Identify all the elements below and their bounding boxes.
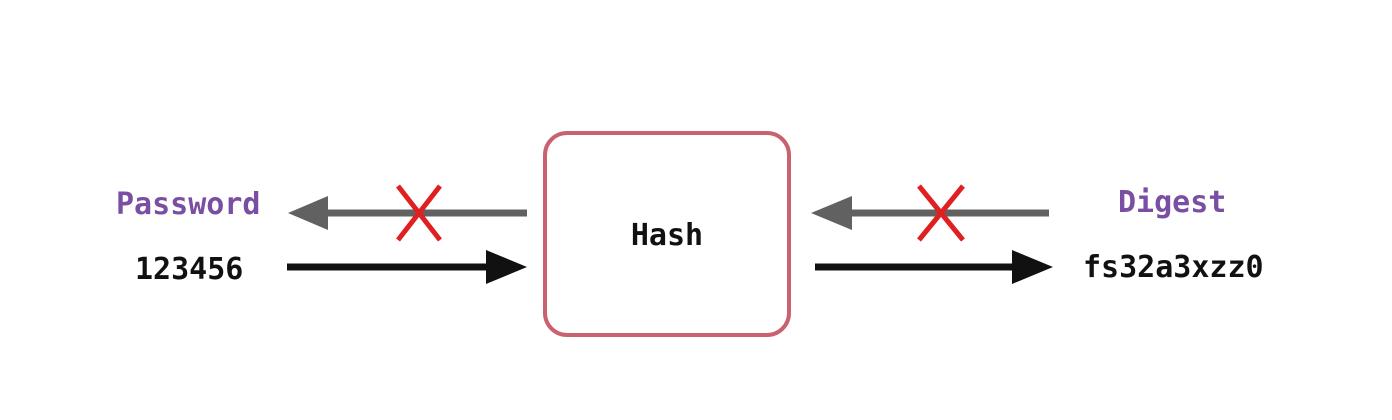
- password-title: Password: [116, 187, 261, 222]
- hash-function-box: Hash: [543, 131, 791, 337]
- password-value: 123456: [135, 252, 244, 287]
- hash-label: Hash: [630, 217, 704, 253]
- forward-arrow-password-to-hash: [287, 250, 527, 284]
- forward-arrow-hash-to-digest: [815, 250, 1053, 284]
- reverse-arrow-hash-to-password: [288, 196, 527, 230]
- reverse-arrow-digest-to-hash: [811, 196, 1049, 230]
- digest-value: fs32a3xzz0: [1083, 250, 1264, 285]
- cross-icon: [917, 184, 965, 242]
- digest-title: Digest: [1118, 185, 1227, 220]
- cross-icon: [396, 184, 442, 242]
